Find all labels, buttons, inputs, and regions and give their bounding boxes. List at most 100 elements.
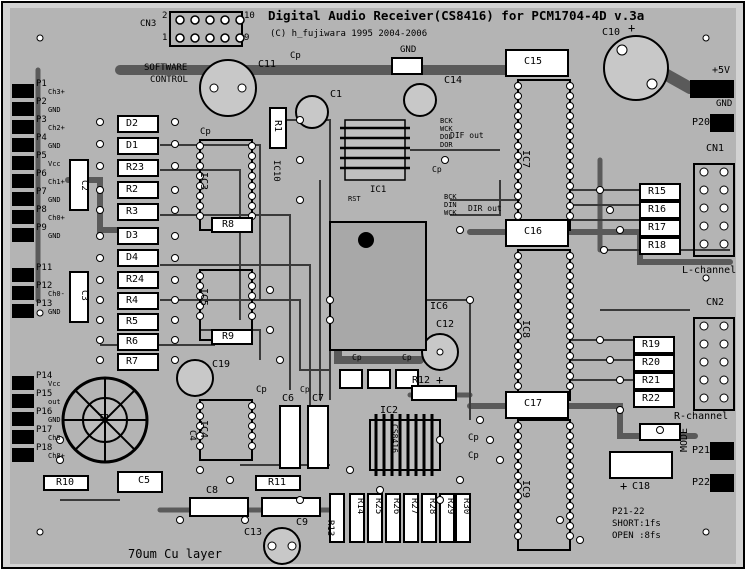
cp-label: Cp xyxy=(200,127,211,137)
cn3-pin xyxy=(190,15,200,25)
ic3-label: IC3 xyxy=(198,172,209,191)
left-pad-sublabel: GND xyxy=(48,142,61,150)
cn-pin-pad xyxy=(719,239,729,249)
via xyxy=(616,376,624,384)
via xyxy=(171,336,179,344)
pad-p13 xyxy=(12,304,34,318)
dol-label: DOL xyxy=(440,133,453,141)
ic-pin-pad xyxy=(248,412,256,420)
via xyxy=(171,296,179,304)
left-pad-label: P2 xyxy=(36,97,47,107)
ic-pin-pad xyxy=(514,532,522,540)
cn-pin-pad xyxy=(719,393,729,403)
resistor-r8 xyxy=(211,217,253,233)
via xyxy=(326,316,334,324)
c15-label: C15 xyxy=(524,56,543,67)
resistor-r29 xyxy=(439,493,455,543)
left-pad-label: P11 xyxy=(36,263,53,273)
ic-pin-pad xyxy=(514,512,522,520)
cap-c17 xyxy=(505,391,569,419)
ic-pin-pad xyxy=(514,122,522,130)
ic-pin-pad xyxy=(196,292,204,300)
via xyxy=(276,356,284,364)
ic5-label: IC5 xyxy=(198,288,209,307)
c8-label: C8 xyxy=(206,485,219,496)
ic2-body xyxy=(369,419,441,471)
left-resistors xyxy=(117,115,159,371)
ic-pin-pad xyxy=(566,172,574,180)
pad-p15 xyxy=(12,394,34,408)
c4-label: C4 xyxy=(187,430,197,441)
c18-label: C18 xyxy=(632,481,651,492)
resistor-label: R25 xyxy=(373,498,383,515)
cn3-label: CN3 xyxy=(140,19,157,29)
ic-pin-pad xyxy=(566,182,574,190)
gnd-label: GND xyxy=(716,99,733,109)
ic-pin-pad xyxy=(566,422,574,430)
cn-pin-pad xyxy=(719,203,729,213)
left-pad-label: P7 xyxy=(36,187,47,197)
ic-pin-pad xyxy=(514,172,522,180)
cn3-pin xyxy=(235,15,245,25)
resistor-label: R17 xyxy=(648,222,667,233)
c13-label: C13 xyxy=(244,527,263,538)
via xyxy=(346,466,354,474)
cap-pad xyxy=(237,83,247,93)
ic-pin-pad xyxy=(514,292,522,300)
mounting-hole-mr xyxy=(702,274,710,282)
ic-pin-pad xyxy=(514,362,522,370)
ic-pin-pad xyxy=(514,462,522,470)
via xyxy=(171,186,179,194)
ic-pin-pad xyxy=(566,202,574,210)
p2122-label: P21-22 xyxy=(612,507,645,517)
via xyxy=(376,486,384,494)
ic-pin-pad xyxy=(566,472,574,480)
ic-pin-pad xyxy=(248,312,256,320)
ic-pin-pad xyxy=(196,272,204,280)
resistor-label: R24 xyxy=(126,274,145,285)
plus-label: + xyxy=(620,479,628,493)
via xyxy=(96,316,104,324)
pad-p5 xyxy=(12,156,34,170)
vias xyxy=(56,116,664,544)
c2-label: C2 xyxy=(79,180,89,191)
left-pad-label: P5 xyxy=(36,151,47,161)
ic-pin-pad xyxy=(566,152,574,160)
ic-pin-pad xyxy=(514,452,522,460)
open-label: OPEN :8fs xyxy=(612,531,661,541)
ic6-pin xyxy=(367,369,391,389)
left-pad-label: P18 xyxy=(36,443,53,453)
cap-c6 xyxy=(279,405,301,469)
resistor-label: R30 xyxy=(461,498,471,515)
ic-pin-pad xyxy=(196,282,204,290)
resistor-label: D4 xyxy=(126,252,139,263)
ic9-label: IC9 xyxy=(520,480,531,499)
via xyxy=(616,226,624,234)
ic-pin-pad xyxy=(514,162,522,170)
cap-c18 xyxy=(609,451,673,479)
ic-pin-pad xyxy=(514,112,522,120)
ic-pin-pad xyxy=(514,262,522,270)
left-pad-label: P3 xyxy=(36,115,47,125)
cn-pin-pad xyxy=(719,167,729,177)
pad-p14 xyxy=(12,376,34,390)
ic-pin-pad xyxy=(566,142,574,150)
resistor-label: D3 xyxy=(126,230,139,241)
smd-ic2 xyxy=(369,414,441,476)
cap-c3 xyxy=(69,271,89,323)
via xyxy=(476,416,484,424)
ic-pin-pad xyxy=(566,342,574,350)
cap-c16 xyxy=(505,219,569,247)
c9-label: C9 xyxy=(296,517,309,528)
p21-label: P21 xyxy=(692,445,711,456)
mounting-hole-bl xyxy=(36,528,44,536)
ic-pin-pad xyxy=(248,402,256,410)
left-pad-label: P14 xyxy=(36,371,53,381)
resistor-r13 xyxy=(329,493,345,543)
via xyxy=(596,186,604,194)
resistor-d2 xyxy=(117,115,159,133)
board-title: Digital Audio Receiver(CS8416) for PCM17… xyxy=(268,8,645,23)
via xyxy=(96,162,104,170)
via xyxy=(466,296,474,304)
ic-pin-pad xyxy=(248,162,256,170)
